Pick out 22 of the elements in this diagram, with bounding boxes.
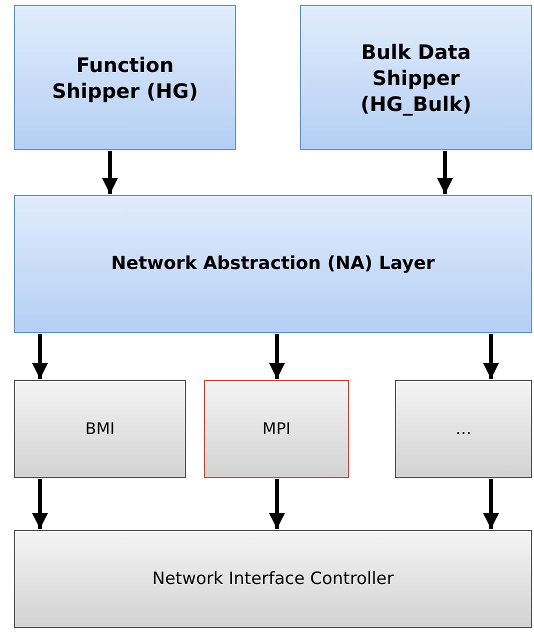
component-box — [395, 380, 532, 478]
box-label: BMI — [84, 418, 116, 440]
box-label: Function Shipper (HG) — [51, 52, 199, 104]
arrow — [483, 334, 499, 379]
arrow — [269, 334, 285, 379]
box-label: MPI — [261, 418, 292, 440]
layer-box — [14, 5, 236, 150]
box-label: Network Abstraction (NA) Layer — [110, 252, 436, 276]
component-box — [14, 530, 532, 628]
component-box — [14, 380, 186, 478]
layer-box — [14, 195, 532, 333]
box-label: … — [454, 418, 472, 440]
layer-box — [300, 5, 532, 150]
box-label: Bulk Data Shipper (HG_Bulk) — [359, 38, 473, 116]
arrow — [269, 479, 285, 529]
arrow — [437, 151, 453, 194]
component-box — [204, 380, 349, 478]
box-label: Network Interface Controller — [151, 568, 395, 590]
arrow — [483, 479, 499, 529]
arrow — [32, 334, 48, 379]
arrow — [32, 479, 48, 529]
arrow — [102, 151, 118, 194]
